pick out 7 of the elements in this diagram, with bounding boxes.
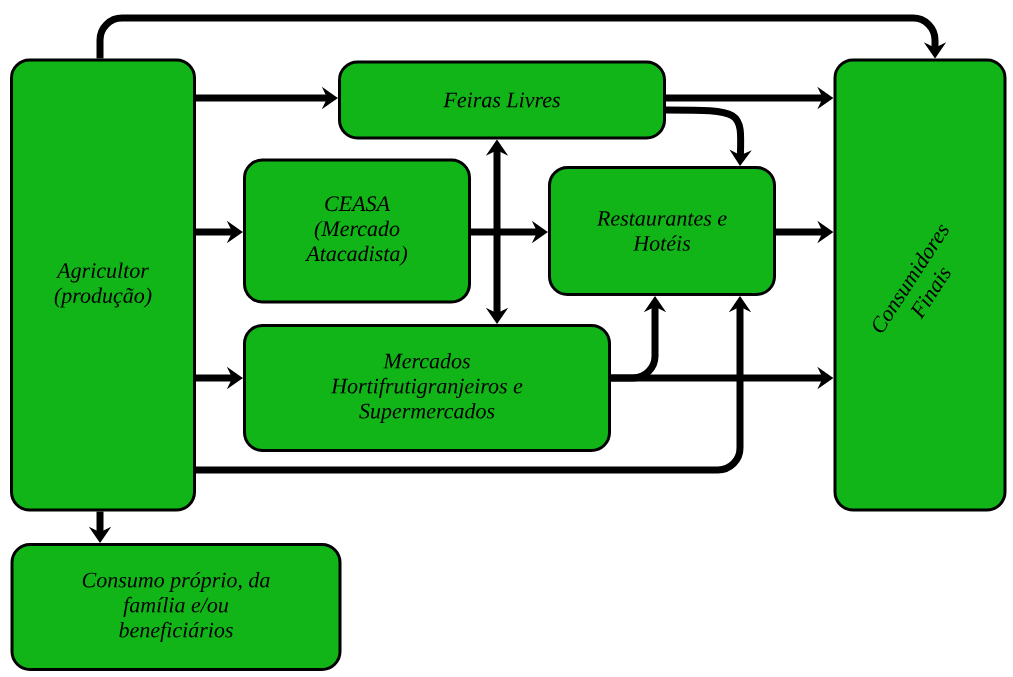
process-box: Agricultor (produção) [10, 58, 196, 512]
process-box: Feiras Livres [338, 60, 666, 140]
process-box: Mercados Hortifrutigranjeiros e Supermercados [243, 324, 611, 452]
process-box: CEASA (Mercado Atacadista) [243, 158, 471, 304]
arrow [96, 14, 947, 59]
process-box: Restaurantes e Hotéis [548, 166, 776, 296]
process-box: Consumo próprio, da família e/ou beneficiários [10, 543, 342, 671]
